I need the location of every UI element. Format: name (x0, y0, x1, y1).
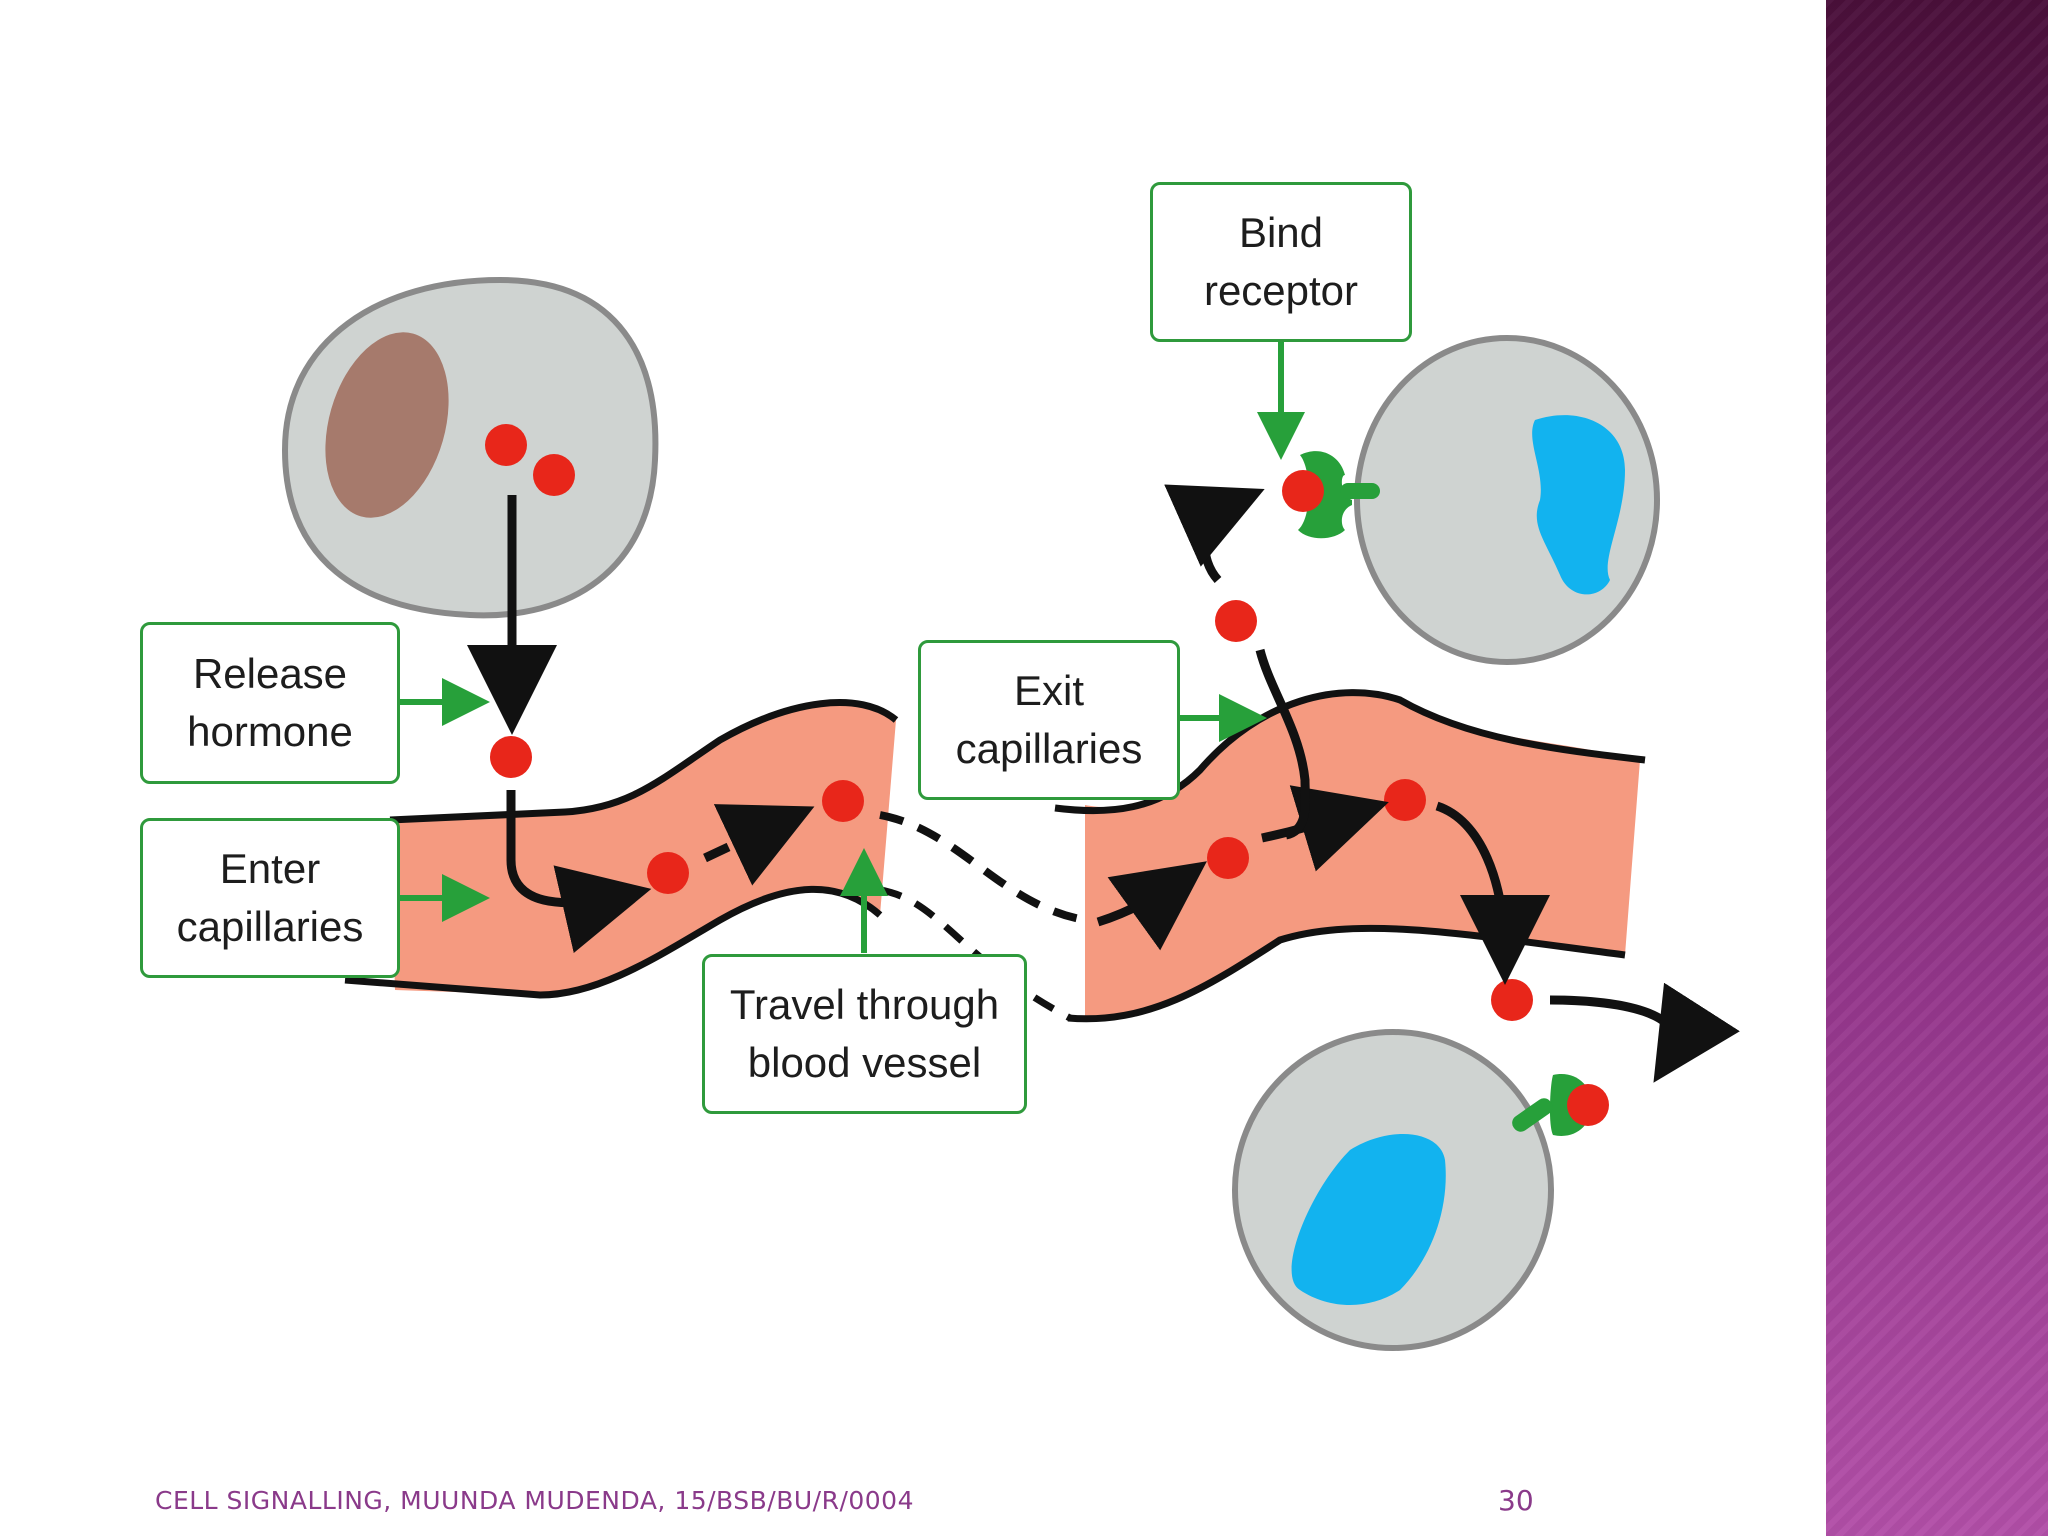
endocrine-signalling-diagram (281, 276, 1740, 1351)
label-exit-capillaries: Exit capillaries (918, 640, 1180, 800)
hormone-exiting (1215, 600, 1257, 642)
hormone-in-cell (485, 424, 527, 466)
label-enter-capillaries: Enter capillaries (140, 818, 400, 978)
hormone-exiting (1491, 979, 1533, 1021)
hormone-in-vessel (647, 852, 689, 894)
hormone-released (490, 736, 532, 778)
label-bind-receptor: Bind receptor (1150, 182, 1412, 342)
hormone-bound-lower (1567, 1084, 1609, 1126)
target-cell-lower (1232, 1029, 1609, 1351)
footer-citation: CELL SIGNALLING, MUUNDA MUDENDA, 15/BSB/… (155, 1486, 914, 1515)
label-travel-through-blood-vessel: Travel through blood vessel (702, 954, 1027, 1114)
slide-page-number: 30 (1498, 1484, 1534, 1517)
hormone-in-cell (533, 454, 575, 496)
vessel-dashed-lower (879, 886, 1072, 1022)
label-arrows (400, 341, 1305, 953)
hormone-in-vessel (1207, 837, 1249, 879)
blood-vessel-left (344, 699, 899, 999)
hormone-in-vessel (822, 780, 864, 822)
source-cell-nucleus (325, 332, 449, 518)
source-cell (281, 276, 659, 619)
target-cell-upper (1282, 335, 1660, 665)
hormone-bound-upper (1282, 470, 1324, 512)
label-release-hormone: Release hormone (140, 622, 400, 784)
pathway-arrows (467, 484, 1740, 1083)
hormone-in-vessel (1384, 779, 1426, 821)
target-cell-upper-nucleus (1532, 415, 1625, 595)
vessel-dashed-upper (879, 811, 1086, 924)
side-decoration-band (1826, 0, 2048, 1536)
target-cell-lower-nucleus (1291, 1133, 1446, 1305)
